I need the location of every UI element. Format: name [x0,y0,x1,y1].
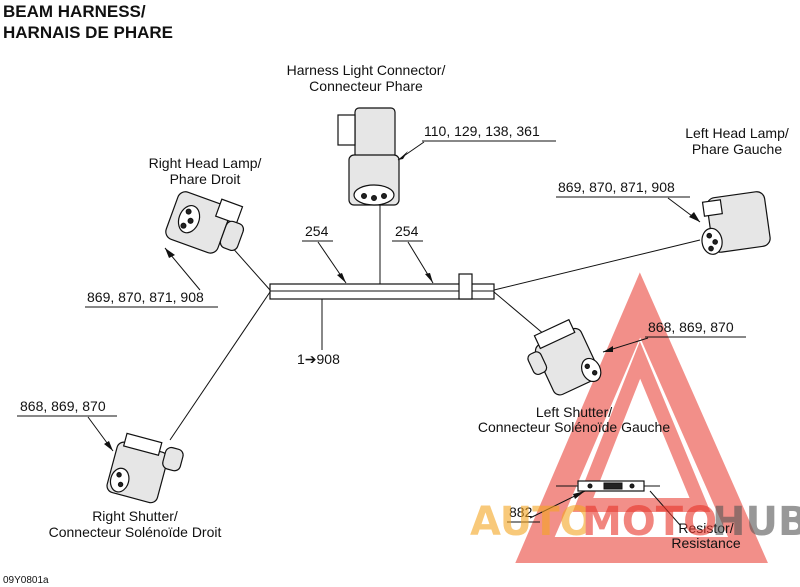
left-head-lamp-latch [701,199,723,217]
right-head-lamp-parts: 869, 870, 871, 908 [87,289,204,305]
right-head-lamp-label-2: Phare Droit [170,171,241,187]
trunk-junction-block [458,273,473,300]
harness-trunk [269,273,495,300]
harness-light-pin-3 [381,193,387,199]
harness-light-latch [337,114,356,146]
right-head-lamp-boot [219,220,245,252]
harness-light-connector [337,107,400,206]
left-shutter-pin-2 [592,370,598,376]
harness-light-parts: 110, 129, 138, 361 [424,123,540,139]
resistor-crimp-left [587,483,593,489]
tape-callout-right: 254 [395,223,419,239]
right-shutter-pin-2 [117,481,124,488]
right-shutter-arrowhead [104,441,113,451]
resistor-crimp-right [629,483,635,489]
harness-light-pin-1 [361,193,367,199]
harness-light-label-2: Connecteur Phare [309,78,423,94]
wire-right-head-lamp [229,244,271,291]
right-head-lamp-arrowhead [165,248,175,258]
left-shutter-pin-1 [584,363,590,369]
left-head-lamp-label-2: Phare Gauche [692,141,782,157]
right-head-lamp-latch [214,198,244,225]
figure-code: 09Y0801a [3,575,49,586]
right-head-lamp-label-1: Right Head Lamp/ [149,155,262,171]
ties-callout: 1➔908 [297,351,340,367]
right-shutter-label-1: Right Shutter/ [92,508,178,524]
right-head-lamp-pin-2 [187,217,194,224]
harness-light-arrowhead [398,151,408,160]
right-head-lamp-connector [165,191,245,254]
harness-light-body [354,107,396,159]
tape-right-arrowhead [425,273,433,283]
tape-callout-left: 254 [305,223,329,239]
left-head-lamp-arrowhead [689,212,700,222]
title-line-2: HARNAIS DE PHARE [3,23,173,42]
resistor-body [603,482,623,490]
watermark-text: AUTO MOTO HUB [470,499,800,545]
harness-light-label-1: Harness Light Connector/ [287,62,446,78]
left-shutter-label-2: Connecteur Solénoïde Gauche [478,419,670,435]
left-head-lamp-parts: 869, 870, 871, 908 [558,179,675,195]
resistor-label-1: Resistor/ [678,520,733,536]
right-shutter-connector [106,432,184,504]
tape-left-arrowhead [337,273,346,283]
wire-right-shutter [169,291,271,441]
watermark-triangle-inner [572,341,711,512]
watermark-text-hub: HUB [712,499,800,545]
resistor-label-leader [649,490,681,526]
watermark-logo [515,272,768,563]
watermark-text-auto: AUTO [470,499,594,545]
right-shutter-boot [162,446,184,472]
left-head-lamp-pin-3 [708,245,714,252]
left-shutter-connector [527,318,602,396]
right-shutter-parts: 868, 869, 870 [20,398,106,414]
right-head-lamp-pin-1 [185,208,192,215]
right-shutter-label-2: Connecteur Solénoïde Droit [49,524,222,540]
watermark-text-moto: MOTO [582,499,717,545]
left-shutter-label-1: Left Shutter/ [536,404,612,420]
harness-light-pin-2 [371,195,377,201]
left-shutter-latch [533,318,576,350]
resistor-part-number: 882 [509,504,533,520]
left-shutter-boot [527,351,548,376]
right-shutter-face [109,467,130,493]
left-head-lamp-body [706,191,771,253]
resistor-part-arrowhead [573,491,585,499]
left-head-lamp-pin-1 [706,232,713,239]
left-head-lamp-pin-2 [712,239,718,245]
right-head-lamp-pin-3 [180,222,187,229]
resistor-label-2: Resistance [671,535,740,551]
left-head-lamp-connector [701,191,771,255]
left-shutter-arrowhead [603,346,613,352]
left-head-lamp-label-1: Left Head Lamp/ [685,125,789,141]
left-shutter-parts: 868, 869, 870 [648,319,734,335]
wire-left-head-lamp [493,239,701,291]
harness-wires [169,205,701,441]
right-shutter-pin-1 [116,472,122,478]
right-shutter-latch [122,432,163,457]
wire-left-shutter [493,291,546,336]
resistor-part [556,480,660,492]
watermark-triangle-outer [515,272,768,563]
title-line-1: BEAM HARNESS/ [3,2,146,21]
